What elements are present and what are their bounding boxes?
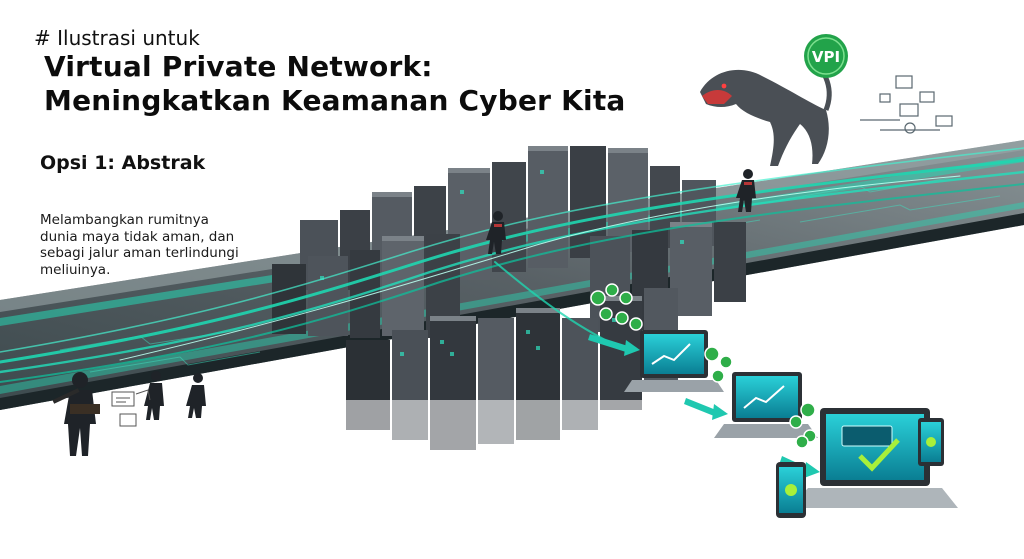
city-buildings <box>272 146 746 450</box>
page-title: Virtual Private Network: Meningkatkan Ke… <box>44 50 626 117</box>
phone-device <box>776 462 806 518</box>
malware-icons <box>111 389 151 427</box>
option-label: Opsi 1: Abstrak <box>40 152 206 174</box>
vpn-badge-text: VPI <box>812 48 840 66</box>
kicker-heading: # Ilustrasi untuk <box>34 26 200 50</box>
checkmark-icon <box>858 438 900 472</box>
description-text: Melambangkan rumitnya dunia maya tidak a… <box>40 212 239 278</box>
hacker-figure-icon <box>52 169 756 456</box>
wolf-icon <box>700 59 832 166</box>
flow-arrows <box>588 334 820 478</box>
security-badges <box>590 283 817 449</box>
laptop-main <box>790 408 958 508</box>
tech-icons-cluster <box>860 75 953 134</box>
tablet-device <box>918 418 944 466</box>
laptop-2 <box>714 372 818 438</box>
fog-overlay <box>330 400 710 540</box>
laptop-1 <box>624 330 724 392</box>
vpn-badge: VPI <box>804 34 848 78</box>
hacker-accents <box>494 182 752 227</box>
secure-data-stream <box>0 147 1024 383</box>
